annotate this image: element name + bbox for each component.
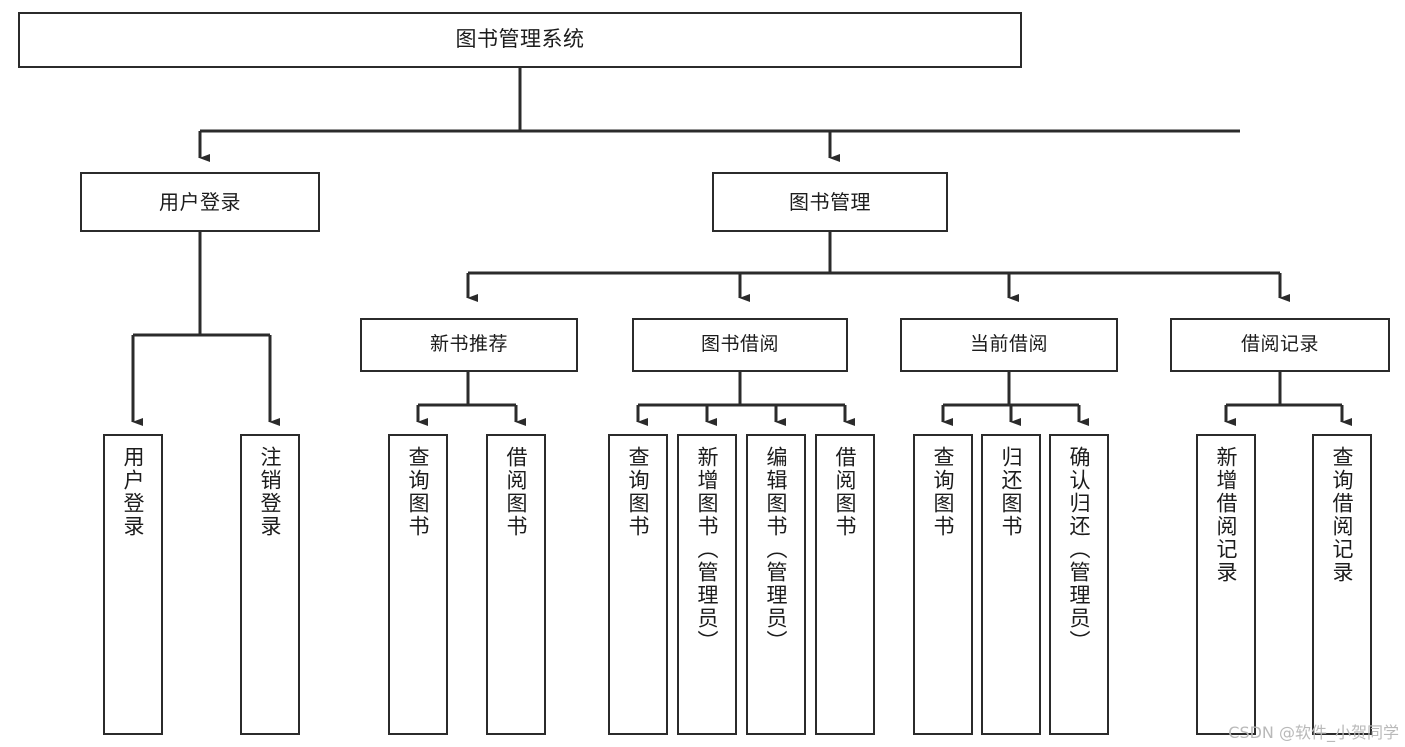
leaf-new-book-query[interactable]: 查询图书 <box>388 434 448 735</box>
leaf-current-borrow-query[interactable]: 查询图书 <box>913 434 973 735</box>
leaf-book-borrow-query[interactable]: 查询图书 <box>608 434 668 735</box>
node-user-login[interactable]: 用户登录 <box>80 172 320 232</box>
leaf-borrow-record-query[interactable]: 查询借阅记录 <box>1312 434 1372 735</box>
leaf-borrow-record-add-label: 新增借阅记录 <box>1214 446 1239 584</box>
leaf-book-borrow-query-label: 查询图书 <box>626 446 651 538</box>
leaf-user-login-signin-label: 用户登录 <box>121 446 146 538</box>
node-new-book-recommend-label: 新书推荐 <box>429 333 508 356</box>
node-user-login-label: 用户登录 <box>159 189 241 214</box>
leaf-current-borrow-return-label: 归还图书 <box>999 446 1024 538</box>
node-book-management[interactable]: 图书管理 <box>712 172 948 232</box>
node-root-label: 图书管理系统 <box>455 27 585 52</box>
leaf-book-borrow-borrow-label: 借阅图书 <box>833 446 858 538</box>
leaf-current-borrow-confirm-return-label: 确认归还（管理员） <box>1067 446 1092 653</box>
leaf-user-login-signin[interactable]: 用户登录 <box>103 434 163 735</box>
node-book-borrow-label: 图书借阅 <box>700 333 779 356</box>
leaf-new-book-query-label: 查询图书 <box>406 446 431 538</box>
node-borrow-record-label: 借阅记录 <box>1240 333 1319 356</box>
leaf-current-borrow-return[interactable]: 归还图书 <box>981 434 1041 735</box>
leaf-borrow-record-query-label: 查询借阅记录 <box>1330 446 1355 584</box>
node-borrow-record[interactable]: 借阅记录 <box>1170 318 1390 372</box>
node-current-borrow-label: 当前借阅 <box>969 333 1048 356</box>
leaf-book-borrow-add[interactable]: 新增图书（管理员） <box>677 434 737 735</box>
node-book-management-label: 图书管理 <box>789 189 871 214</box>
node-book-borrow[interactable]: 图书借阅 <box>632 318 848 372</box>
leaf-new-book-borrow-label: 借阅图书 <box>504 446 529 538</box>
node-root[interactable]: 图书管理系统 <box>18 12 1022 68</box>
leaf-book-borrow-add-label: 新增图书（管理员） <box>695 446 720 653</box>
leaf-user-login-signout[interactable]: 注销登录 <box>240 434 300 735</box>
leaf-user-login-signout-label: 注销登录 <box>258 446 283 538</box>
node-current-borrow[interactable]: 当前借阅 <box>900 318 1118 372</box>
leaf-book-borrow-edit-label: 编辑图书（管理员） <box>764 446 789 653</box>
leaf-borrow-record-add[interactable]: 新增借阅记录 <box>1196 434 1256 735</box>
leaf-new-book-borrow[interactable]: 借阅图书 <box>486 434 546 735</box>
leaf-current-borrow-confirm-return[interactable]: 确认归还（管理员） <box>1049 434 1109 735</box>
leaf-current-borrow-query-label: 查询图书 <box>931 446 956 538</box>
watermark-text: CSDN @软件_小贺同学 <box>1228 723 1399 742</box>
node-new-book-recommend[interactable]: 新书推荐 <box>360 318 578 372</box>
leaf-book-borrow-edit[interactable]: 编辑图书（管理员） <box>746 434 806 735</box>
leaf-book-borrow-borrow[interactable]: 借阅图书 <box>815 434 875 735</box>
